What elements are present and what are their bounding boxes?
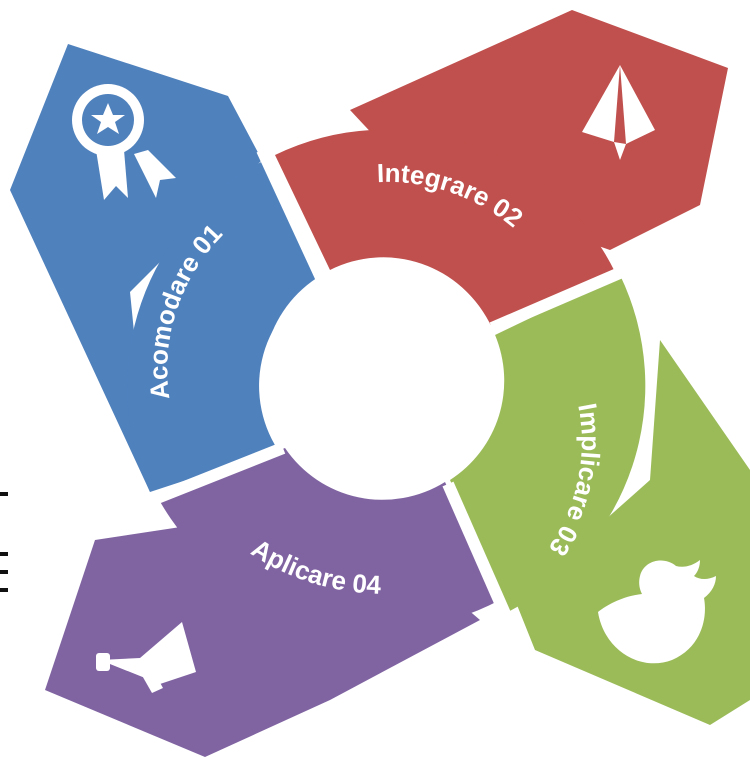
segment-separators <box>149 147 625 619</box>
acomodare-ring-segment <box>127 160 325 492</box>
segment-aplicare: Aplicare 04 <box>45 448 500 757</box>
segment-acomodare: Acomodare 01 <box>10 44 325 492</box>
megaphone-icon <box>96 622 196 693</box>
left-edge-mark <box>0 492 8 496</box>
segment-implicare: Implicare 03 <box>450 275 750 725</box>
acomodare-arrow-panel <box>10 44 262 492</box>
paper-plane-icon <box>582 65 655 160</box>
center-hub <box>263 258 503 498</box>
aplicare-ring-segment <box>158 448 500 630</box>
segment-integrare: Integrare 02 <box>275 10 728 325</box>
award-ribbon-icon <box>72 84 176 200</box>
left-edge-mark <box>0 570 8 574</box>
integrare-ring-segment <box>275 129 615 325</box>
left-edge-mark <box>0 588 8 592</box>
left-edge-mark <box>0 552 8 556</box>
twitter-bird-icon <box>598 560 716 664</box>
implicare-ring-segment <box>450 275 646 612</box>
